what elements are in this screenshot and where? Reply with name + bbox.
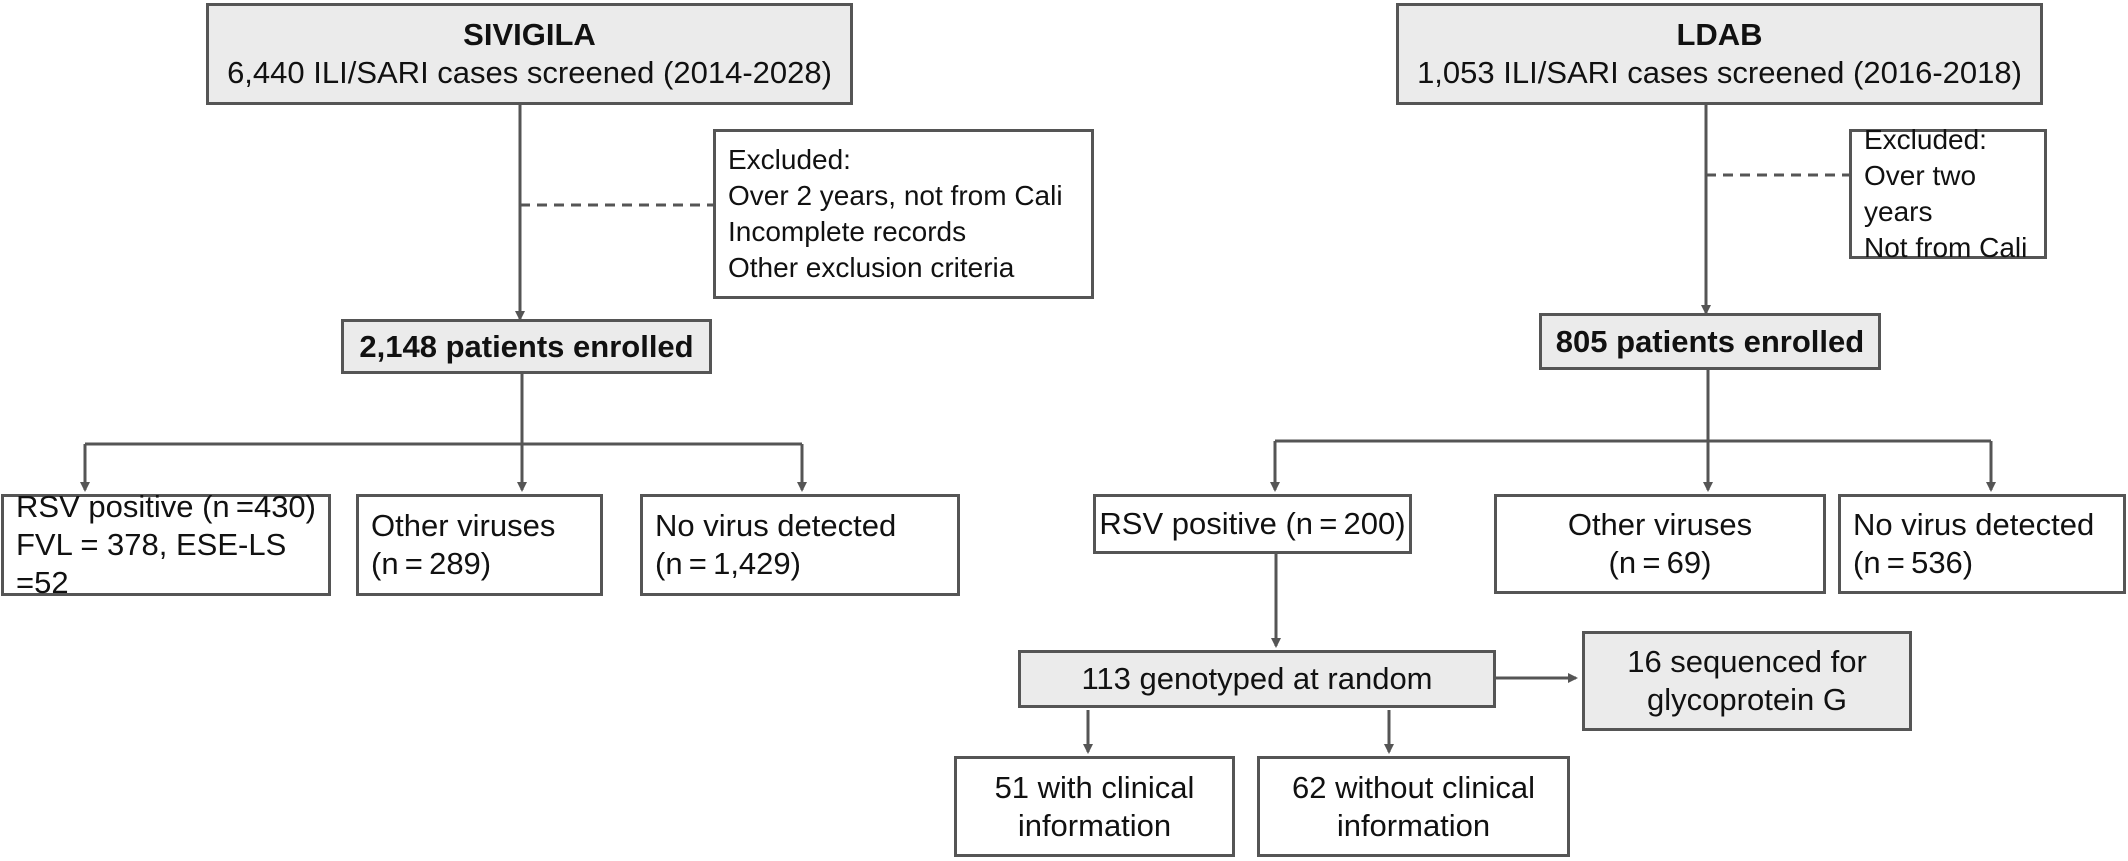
ldab-genotyped-label: 113 genotyped at random: [1081, 661, 1433, 696]
ldab-without-clinical-box: 62 without clinical information: [1257, 756, 1570, 857]
sivigila-excluded-box: Excluded: Over 2 years, not from Cali In…: [713, 129, 1094, 299]
sivigila-rsv-positive-box: RSV positive (n =430) FVL = 378, ESE-LS …: [1, 489, 331, 600]
sivigila-other-viruses-box: Other viruses (n = 289): [356, 494, 603, 596]
sivigila-title: SIVIGILA: [463, 17, 596, 52]
ldab-sequenced-line1: 16 sequenced for: [1627, 644, 1867, 679]
ldab-source-box: LDAB 1,053 ILI/SARI cases screened (2016…: [1396, 3, 2043, 105]
sivigila-no-virus-count: (n = 1,429): [655, 546, 801, 581]
sivigila-source-box: SIVIGILA 6,440 ILI/SARI cases screened (…: [206, 3, 853, 105]
sivigila-no-virus-box: No virus detected (n = 1,429): [640, 494, 960, 596]
ldab-no-virus-box: No virus detected (n = 536): [1838, 494, 2126, 594]
sivigila-no-virus-label: No virus detected: [655, 508, 897, 543]
sivigila-other-viruses-count: (n = 289): [371, 546, 492, 581]
sivigila-screened-count: 6,440 ILI/SARI cases screened (2014-2028…: [227, 55, 832, 90]
ldab-rsv-positive-box: RSV positive (n = 200): [1093, 494, 1412, 554]
ldab-other-viruses-count: (n = 69): [1608, 545, 1712, 580]
ldab-other-viruses-label: Other viruses: [1567, 507, 1753, 542]
ldab-excluded-item: Over two years: [1864, 160, 1977, 227]
ldab-no-virus-count: (n = 536): [1853, 545, 1974, 580]
sivigila-enrolled-box: 2,148 patients enrolled: [341, 319, 712, 374]
ldab-excluded-item: Not from Cali: [1864, 232, 2028, 263]
ldab-sequenced-line2: glycoprotein G: [1647, 682, 1847, 717]
ldab-rsv-positive-count: RSV positive (n = 200): [1099, 506, 1406, 541]
sivigila-enrolled-label: 2,148 patients enrolled: [359, 328, 694, 364]
ldab-enrolled-label: 805 patients enrolled: [1555, 323, 1865, 359]
ldab-with-clinical-line2: information: [1017, 807, 1172, 843]
ldab-sequenced-box: 16 sequenced for glycoprotein G: [1582, 631, 1912, 731]
ldab-excluded-heading: Excluded:: [1864, 124, 1987, 155]
sivigila-excluded-heading: Excluded:: [728, 144, 851, 175]
ldab-with-clinical-line1: 51 with clinical: [994, 769, 1195, 805]
ldab-without-clinical-line2: information: [1336, 807, 1491, 843]
ldab-with-clinical-box: 51 with clinical information: [954, 756, 1235, 857]
ldab-excluded-box: Excluded: Over two years Not from Cali: [1849, 124, 2047, 263]
ldab-genotyped-box: 113 genotyped at random: [1018, 650, 1496, 708]
sivigila-excluded-item: Incomplete records: [728, 216, 967, 247]
ldab-other-viruses-box: Other viruses (n = 69): [1494, 494, 1826, 594]
ldab-enrolled-box: 805 patients enrolled: [1539, 313, 1881, 370]
sivigila-rsv-positive-count: RSV positive (n =430): [16, 489, 316, 524]
ldab-no-virus-label: No virus detected: [1853, 507, 2095, 542]
sivigila-excluded-item: Over 2 years, not from Cali: [728, 180, 1063, 211]
sivigila-other-viruses-label: Other viruses: [371, 508, 556, 543]
ldab-screened-count: 1,053 ILI/SARI cases screened (2016-2018…: [1417, 55, 2022, 90]
sivigila-excluded-item: Other exclusion criteria: [728, 252, 1015, 283]
ldab-without-clinical-line1: 62 without clinical: [1292, 769, 1535, 805]
sivigila-rsv-subtypes: FVL = 378, ESE-LS =52: [16, 527, 287, 600]
ldab-title: LDAB: [1676, 17, 1763, 52]
